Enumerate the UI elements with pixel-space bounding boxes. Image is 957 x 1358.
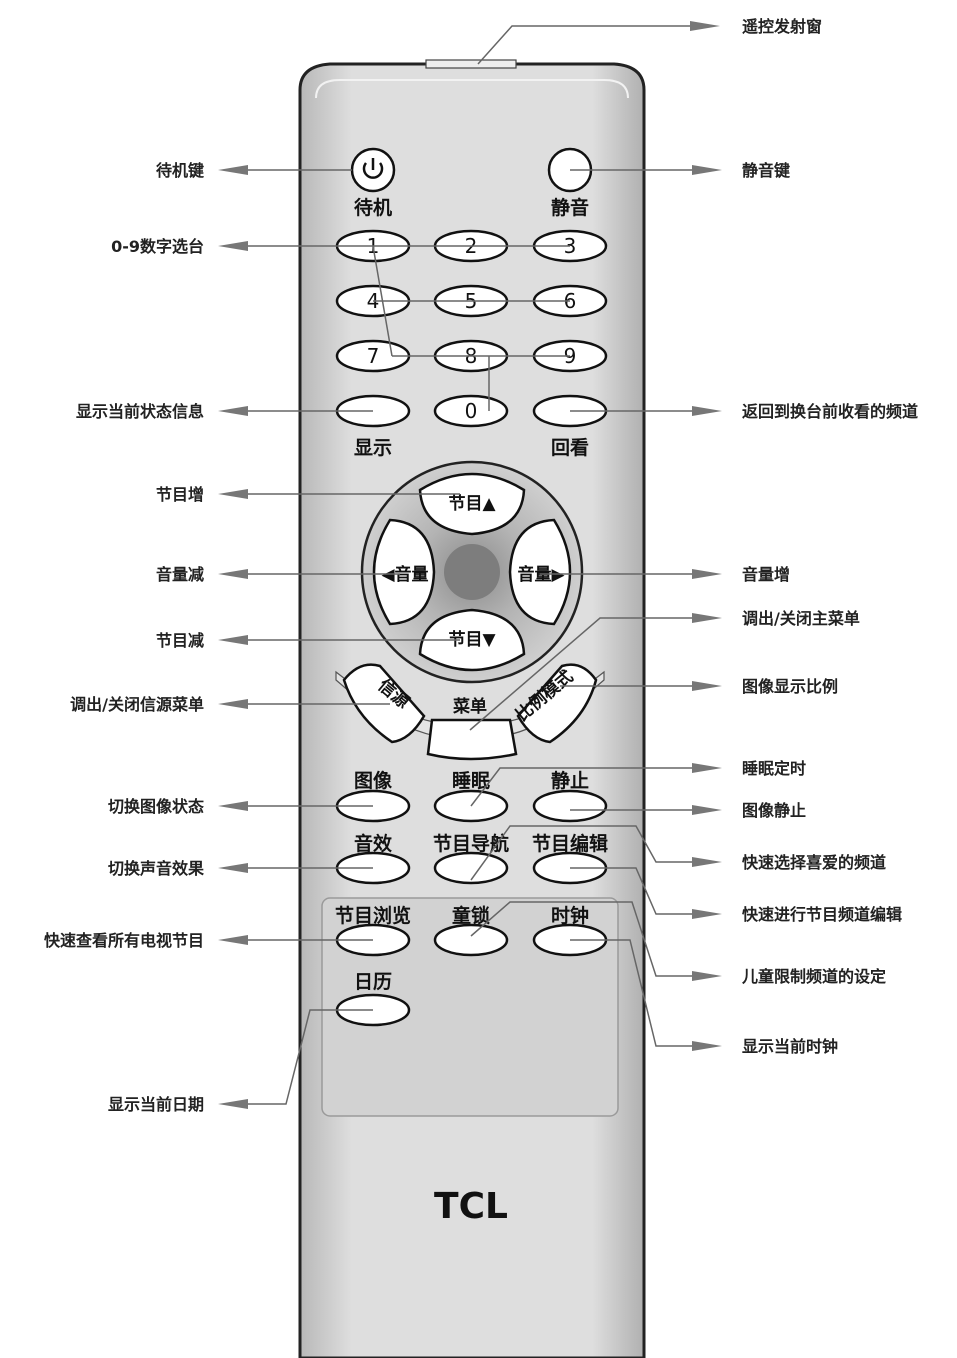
edit-label: 节目编辑 [532,832,608,855]
callout-ir-window: 遥控发射窗 [742,17,822,36]
callout-main-menu: 调出/关闭主菜单 [742,609,860,628]
vol-down-label: ◀音量 [381,564,428,585]
freeze-label: 静止 [551,769,589,792]
callout-ch-increase: 节目增 [156,485,204,504]
recall-label: 回看 [551,437,589,459]
ch-down-label: 节目▼ [448,629,496,650]
callout-sound-mode: 切换声音效果 [108,859,204,878]
ch-down-button[interactable]: 节目▼ [418,608,526,672]
callout-child-lock-set: 儿童限制频道的设定 [741,967,886,986]
child-lock-label: 童锁 [452,904,490,927]
picture-label: 图像 [354,769,393,792]
callout-standby-key: 待机键 [156,161,204,180]
menu-label: 菜单 [452,696,487,717]
child-lock-button[interactable] [433,923,509,957]
ch-up-button[interactable]: 节目▲ [418,472,526,536]
callout-ch-decrease: 节目减 [156,631,204,650]
power-button[interactable] [350,147,396,193]
power-label: 待机 [354,196,392,219]
ch-up-label: 节目▲ [448,493,496,514]
callout-quick-edit: 快速进行节目频道编辑 [742,905,902,924]
nav-cluster [360,460,584,684]
guide-label: 节目导航 [433,832,509,855]
ir-window [425,59,517,69]
callout-source-menu: 调出/关闭信源菜单 [70,695,204,714]
callout-browse-all: 快速查看所有电视节目 [44,931,204,950]
callout-digit-select: 0-9数字选台 [111,237,204,256]
browse-label: 节目浏览 [335,904,411,927]
leader-lines [218,21,722,1109]
mute-label: 静音 [551,196,589,219]
brand-logo: TCL [434,1186,508,1227]
callout-fav-channel: 快速选择喜爱的频道 [742,853,886,872]
digit-label: 0 [465,399,478,423]
vol-down-button[interactable]: ◀音量 [372,518,436,626]
callout-picture-mode: 切换图像状态 [108,797,204,816]
calendar-label: 日历 [354,971,392,993]
freeze-button[interactable] [532,789,608,823]
sound-label: 音效 [354,832,392,855]
digit-key-0[interactable]: 0 [433,394,509,428]
guide-button[interactable] [433,851,509,885]
callout-vol-increase: 音量增 [742,565,790,584]
callout-aspect-ratio: 图像显示比例 [742,677,838,696]
callout-show-date: 显示当前日期 [108,1095,204,1114]
callout-return-channel: 返回到换台前收看的频道 [742,402,918,421]
callout-show-clock: 显示当前时钟 [742,1037,838,1056]
callout-picture-freeze: 图像静止 [742,801,806,820]
display-label: 显示 [354,437,392,459]
callout-mute-key: 静音键 [742,161,790,180]
callout-vol-decrease: 音量减 [156,565,204,584]
digit-label: 7 [367,344,380,368]
clock-label: 时钟 [551,904,589,927]
sleep-label: 睡眠 [452,770,490,792]
vol-up-button[interactable]: 音量▶ [508,518,572,626]
callout-sleep-timer: 睡眠定时 [742,759,806,778]
callout-show-status: 显示当前状态信息 [76,402,204,421]
power-icon [362,158,384,179]
menu-button[interactable]: 菜单 [426,696,518,761]
